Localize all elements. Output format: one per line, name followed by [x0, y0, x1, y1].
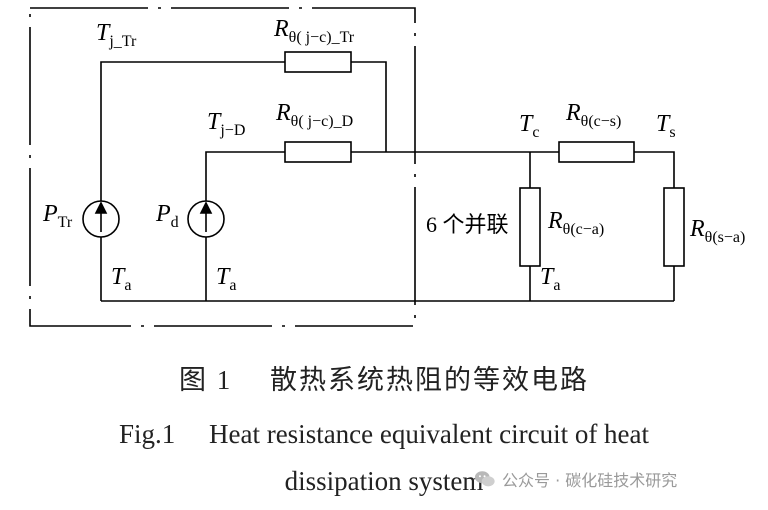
current-source-pd-icon [187, 200, 225, 238]
label-tj-tr: Tj_Tr [96, 20, 137, 50]
label-ta-3: Ta [540, 264, 560, 294]
resistor-r-jc-d [284, 141, 352, 163]
label-r-ca: Rθ(c−a) [547, 208, 604, 238]
current-source-ptr-icon [82, 200, 120, 238]
watermark: 公众号 · 碳化硅技术研究 [474, 464, 764, 494]
circuit-labels: Tj_Tr Rθ( j−c)_Tr Tj−D Rθ( j−c)_D Tc Rθ(… [42, 16, 745, 294]
label-r-jc-d: Rθ( j−c)_D [275, 100, 353, 130]
caption-english-line1: Fig.1 Heat resistance equivalent circuit… [118, 419, 650, 449]
caption-chinese: 图 1 散热系统热阻的等效电路 [179, 365, 589, 395]
label-r-cs: Rθ(c−s) [565, 100, 621, 130]
resistor-r-ca [519, 187, 541, 267]
wechat-icon [474, 471, 495, 487]
label-p-tr: PTr [42, 201, 73, 231]
caption-english-line2: dissipation system [284, 466, 484, 496]
parallel-note: 6 个并联 [426, 212, 509, 237]
label-ta-1: Ta [111, 264, 131, 294]
resistor-r-cs [558, 141, 635, 163]
resistor-r-sa [663, 187, 685, 267]
label-r-sa: Rθ(s−a) [689, 216, 745, 246]
resistor-r-jc-tr [284, 51, 352, 73]
watermark-text: 公众号 · 碳化硅技术研究 [502, 471, 678, 490]
label-ts: Ts [656, 111, 676, 141]
label-p-d: Pd [155, 201, 179, 231]
label-tc: Tc [519, 111, 539, 141]
circuit-wires [100, 61, 675, 302]
circuit-diagram: Tj_Tr Rθ( j−c)_Tr Tj−D Rθ( j−c)_D Tc Rθ(… [29, 7, 745, 327]
label-tj-d: Tj−D [207, 109, 245, 139]
label-r-jc-tr: Rθ( j−c)_Tr [273, 16, 355, 46]
label-ta-2: Ta [216, 264, 236, 294]
module-boundary [29, 7, 416, 327]
